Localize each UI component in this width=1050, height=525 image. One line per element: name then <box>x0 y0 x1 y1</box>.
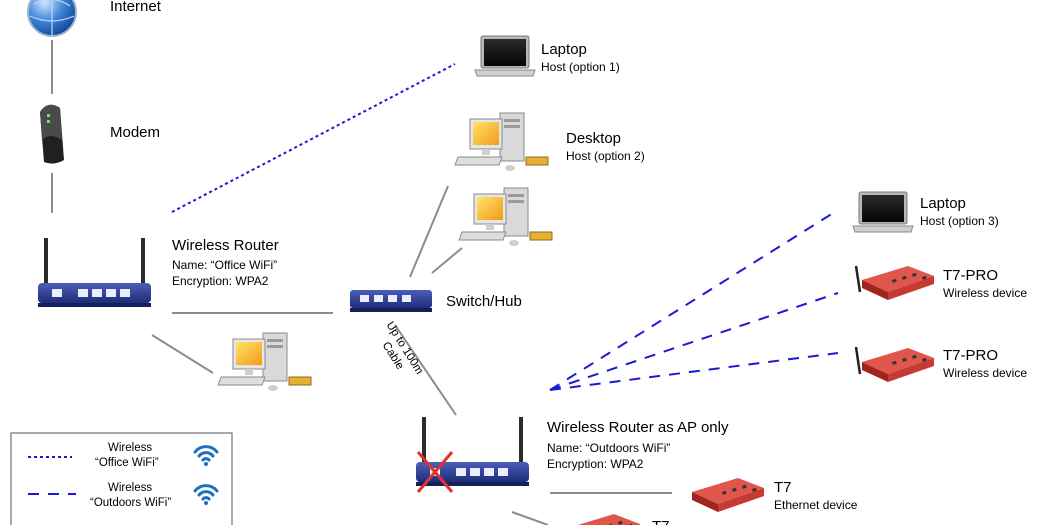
desktop-icon <box>217 332 312 392</box>
t7pro-2-node[interactable]: T7-PRO Wireless device <box>854 346 1027 382</box>
switch-desktop-node[interactable] <box>458 187 553 247</box>
desktop-host-node[interactable]: Desktop Host (option 2) <box>454 112 645 172</box>
t7pro-2-sub: Wireless device <box>943 366 1027 380</box>
modem-icon <box>40 104 64 164</box>
t7pro-device-icon <box>854 346 934 382</box>
wired-pc-node[interactable] <box>217 332 312 392</box>
desktop-icon <box>454 112 549 172</box>
ap-router-node[interactable]: Wireless Router as AP only Name: “Outdoo… <box>416 417 729 493</box>
legend-office-line2: “Office WiFi” <box>95 457 159 469</box>
t7-sub: Ethernet device <box>774 498 858 512</box>
desktop-icon <box>458 187 553 247</box>
outdoors-wifi-link-t7pro2 <box>549 352 839 391</box>
t7-node[interactable]: T7 Ethernet device <box>692 478 858 512</box>
office-router-name: Name: “Office WiFi” <box>172 258 277 272</box>
legend-outdoors-line1: Wireless <box>108 482 152 494</box>
ap-router-label: Wireless Router as AP only <box>547 419 729 436</box>
outdoors-wifi-link-laptop <box>549 209 839 391</box>
t7pro-1-node[interactable]: T7-PRO Wireless device <box>854 265 1027 300</box>
t7-device-icon <box>568 514 640 525</box>
router-icon <box>38 238 151 307</box>
laptop-1-sub: Host (option 1) <box>541 60 620 74</box>
switch-label: Switch/Hub <box>446 293 522 310</box>
office-router-encryption: Encryption: WPA2 <box>172 274 269 288</box>
router-pc-link <box>151 334 214 374</box>
legend: Wireless “Office WiFi” Wireless “Outdoor… <box>10 432 233 525</box>
laptop-host-1-node[interactable]: Laptop Host (option 1) <box>474 35 620 77</box>
outdoors-wifi-link-t7pro1 <box>549 292 839 391</box>
cable-annotation: Up to 100m Cable <box>380 320 426 377</box>
t7-device-icon <box>692 478 764 512</box>
connections <box>51 40 839 525</box>
legend-outdoors-line2: “Outdoors WiFi” <box>90 497 171 509</box>
t7-bottom-node[interactable]: T7 <box>568 514 670 525</box>
legend-box <box>10 432 233 525</box>
office-router-node[interactable]: Wireless Router Name: “Office WiFi” Encr… <box>38 237 279 307</box>
t7pro-device-icon <box>854 265 934 300</box>
laptop-3-label: Laptop <box>920 195 966 212</box>
internet-node[interactable]: Internet <box>27 0 162 37</box>
laptop-host-3-node[interactable]: Laptop Host (option 3) <box>852 191 999 233</box>
t7-label: T7 <box>774 479 792 496</box>
switch-desktop2-link <box>431 247 463 274</box>
laptop-icon <box>852 191 914 233</box>
switch-icon <box>350 290 432 312</box>
ap-t7-bottom-link <box>511 511 549 525</box>
legend-office-line1: Wireless <box>108 442 152 454</box>
legend-office-wifi: Wireless “Office WiFi” <box>28 442 219 469</box>
laptop-1-label: Laptop <box>541 41 587 58</box>
desktop-sub: Host (option 2) <box>566 149 645 163</box>
t7-bottom-label: T7 <box>652 518 670 525</box>
laptop-icon <box>474 35 536 77</box>
legend-outdoors-wifi: Wireless “Outdoors WiFi” <box>28 482 219 509</box>
internet-label: Internet <box>110 0 162 15</box>
ap-router-name: Name: “Outdoors WiFi” <box>547 441 670 455</box>
modem-label: Modem <box>110 124 160 141</box>
t7pro-2-label: T7-PRO <box>943 347 998 364</box>
t7pro-1-sub: Wireless device <box>943 286 1027 300</box>
switch-desktop-link <box>409 185 449 278</box>
ap-router-encryption: Encryption: WPA2 <box>547 457 644 471</box>
switch-node[interactable]: Switch/Hub <box>350 290 522 312</box>
disabled-cross-icon <box>416 451 454 493</box>
office-wifi-link <box>171 63 456 213</box>
office-router-label: Wireless Router <box>172 237 279 254</box>
switch-ap-cable <box>394 324 457 416</box>
laptop-3-sub: Host (option 3) <box>920 214 999 228</box>
t7pro-1-label: T7-PRO <box>943 267 998 284</box>
modem-node[interactable]: Modem <box>40 104 160 164</box>
desktop-label: Desktop <box>566 130 621 147</box>
